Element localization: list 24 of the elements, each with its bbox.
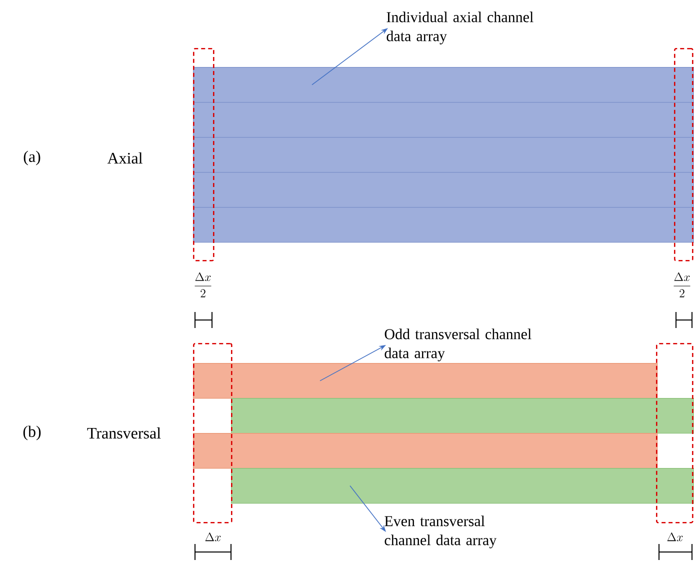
data-array-bar xyxy=(193,172,694,208)
dashed-window xyxy=(193,48,214,262)
data-array-bar xyxy=(193,137,694,173)
dashed-window xyxy=(193,343,232,524)
data-array-bar xyxy=(193,67,694,103)
data-array-bar xyxy=(193,363,658,399)
data-array-bar xyxy=(193,433,658,469)
panel-label: (b) xyxy=(23,426,41,440)
callout-text: Even transversal channel data array xyxy=(384,516,497,548)
data-array-bar xyxy=(193,102,694,138)
dimension-label: $\frac{\Delta x}{2}$ xyxy=(194,272,212,298)
row-label: Transversal xyxy=(87,427,161,439)
data-array-bar xyxy=(231,398,694,434)
dimension-label: $\frac{\Delta x}{2}$ xyxy=(674,272,690,298)
data-array-bar xyxy=(231,468,694,504)
row-label: Axial xyxy=(107,152,142,164)
dashed-window xyxy=(674,48,694,262)
data-array-bar xyxy=(193,207,694,243)
panel-label: (a) xyxy=(24,150,40,166)
callout-text: Individual axial channel data array xyxy=(386,12,534,44)
callout-text: Odd transversal channel data array xyxy=(384,328,532,362)
dashed-window xyxy=(656,343,694,524)
dimension-label: $\Delta x$ xyxy=(205,532,221,542)
dimension-label: $\Delta x$ xyxy=(667,532,683,542)
